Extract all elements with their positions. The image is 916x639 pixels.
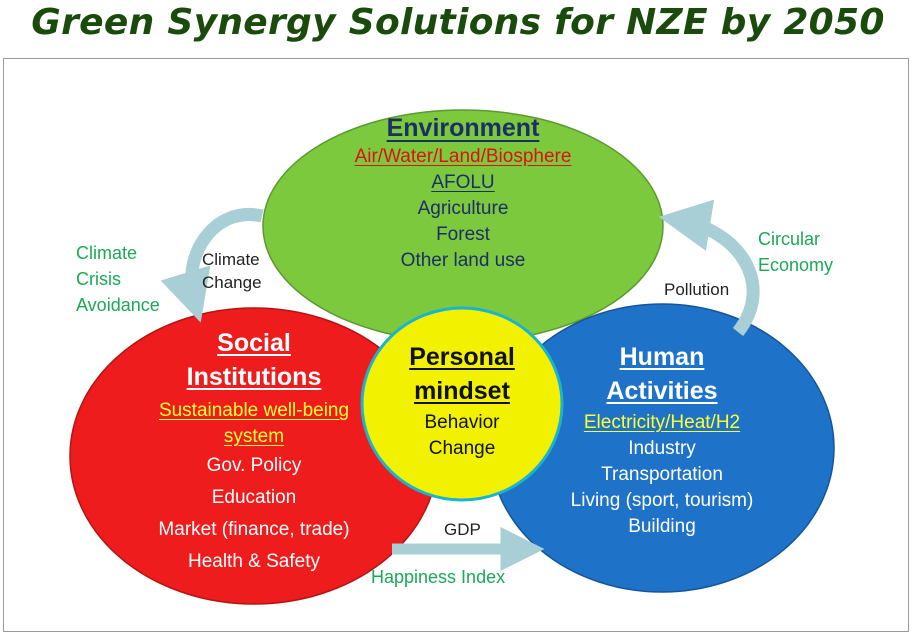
social-item-market: Market (finance, trade): [158, 519, 350, 540]
environment-item-agriculture: Agriculture: [417, 198, 509, 219]
personal-item-change: Change: [428, 438, 496, 459]
social-subheading-1: Sustainable well-being: [158, 400, 350, 421]
social-text: Social Institutions Sustainable well-bei…: [134, 326, 374, 578]
human-text: Human Activities Electricity/Heat/H2 Ind…: [542, 340, 782, 540]
circular-economy-label: Circular Economy: [758, 229, 834, 275]
diagram-frame: [3, 58, 909, 632]
gdp-label: GDP: [444, 520, 481, 539]
social-item-health: Health & Safety: [187, 551, 321, 572]
human-heading-2: Activities: [606, 377, 718, 405]
climate-crisis-label: Climate Crisis Avoidance: [76, 243, 160, 315]
environment-item-land-use: Other land use: [400, 250, 526, 271]
human-item-industry: Industry: [628, 438, 696, 459]
page-title: Green Synergy Solutions for NZE by 2050: [31, 2, 885, 43]
environment-item-forest: Forest: [436, 224, 490, 245]
human-item-building: Building: [628, 516, 696, 537]
social-item-education: Education: [211, 487, 297, 508]
human-subheading: Electricity/Heat/H2: [583, 412, 741, 433]
pollution-label: Pollution: [664, 280, 730, 299]
personal-heading-2: mindset: [414, 377, 510, 405]
personal-item-behavior: Behavior: [424, 412, 500, 433]
human-heading-1: Human: [619, 343, 705, 371]
environment-subheading: Air/Water/Land/Biosphere: [354, 146, 572, 167]
social-subheading-2: system: [223, 426, 285, 447]
climate-change-arrow: [160, 208, 264, 323]
environment-text: Environment Air/Water/Land/Biosphere AFO…: [323, 112, 603, 274]
social-item-policy: Gov. Policy: [206, 455, 302, 476]
environment-heading: Environment: [386, 114, 540, 142]
climate-change-label: Climate Change: [202, 250, 262, 292]
personal-circle: [360, 306, 564, 502]
social-heading-2: Institutions: [186, 363, 322, 391]
personal-text: Personal mindset Behavior Change: [392, 340, 532, 462]
personal-heading-1: Personal: [409, 343, 515, 371]
human-item-living: Living (sport, tourism): [570, 490, 754, 511]
afolu-label: AFOLU: [431, 172, 495, 193]
pollution-arrow: [658, 199, 760, 337]
social-heading-1: Social: [217, 329, 291, 357]
human-item-transportation: Transportation: [601, 464, 723, 485]
happiness-index-label: Happiness Index: [371, 567, 506, 587]
